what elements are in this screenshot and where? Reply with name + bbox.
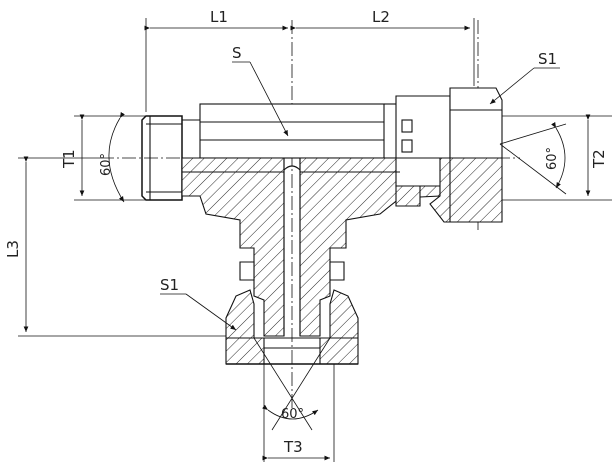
dimension-l3	[18, 156, 226, 337]
s1-bottom-leader	[185, 293, 237, 331]
angle-left-label: 60°	[99, 153, 114, 176]
s-label: S	[232, 44, 242, 62]
s-leader	[249, 61, 289, 137]
t3-label: T3	[283, 438, 303, 456]
right-swivel-upper	[395, 87, 503, 159]
upper-body	[199, 103, 396, 159]
dimension-t1	[74, 114, 146, 201]
angle-ray-right-upper	[499, 123, 567, 145]
angle-arc-right	[551, 121, 566, 189]
dimension-t2	[502, 114, 612, 201]
l2-label: L2	[372, 8, 390, 26]
angle-bottom-label: 60°	[281, 407, 304, 422]
l1-label: L1	[210, 8, 228, 26]
t1-label: T1	[60, 149, 78, 169]
angle-arc-left	[108, 111, 125, 203]
s1-top-label: S1	[538, 50, 557, 68]
bottom-nut	[225, 261, 359, 365]
s1-bottom-label: S1	[160, 276, 179, 294]
right-swivel-lower	[395, 157, 503, 223]
dimension-l1-l2	[144, 18, 475, 112]
s1-top-leader	[489, 67, 535, 105]
angle-arc-bottom	[262, 404, 319, 420]
t2-label: T2	[590, 149, 608, 169]
l3-label: L3	[4, 240, 22, 258]
angle-right-label: 60°	[545, 147, 560, 170]
sectioned-body	[181, 157, 441, 337]
